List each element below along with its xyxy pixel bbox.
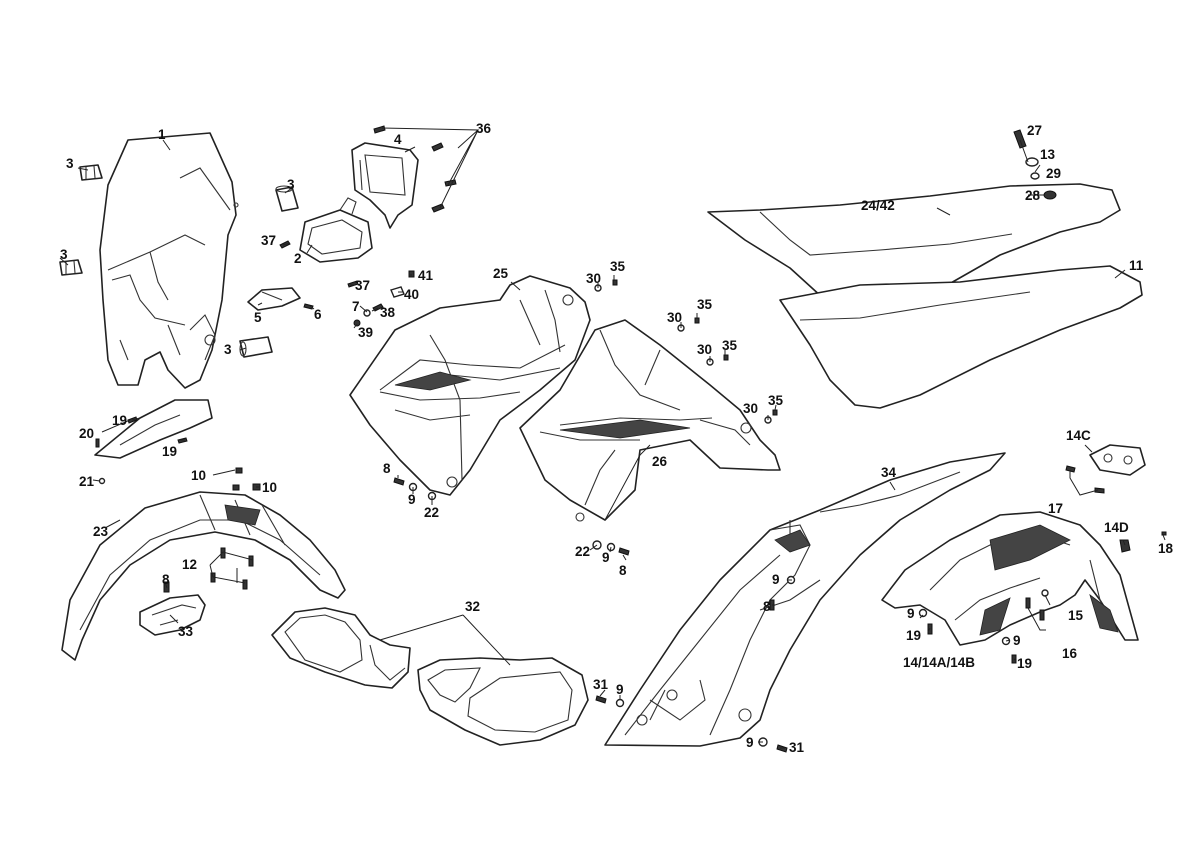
callout-32: 32 [465,599,480,614]
part-shroud-26 [519,319,781,522]
part-bracket-5 [247,287,301,311]
callout-9: 9 [408,492,416,507]
callout-3: 3 [224,342,232,357]
callout-21: 21 [79,474,95,489]
callout-19: 19 [162,444,177,459]
callout-35: 35 [610,259,626,274]
callout-5: 5 [254,310,262,325]
callout-40: 40 [404,287,419,302]
hardware-cluster-38-41 [279,240,415,327]
callout-9: 9 [1013,633,1021,648]
callout-35: 35 [722,338,738,353]
callout-31: 31 [789,740,805,755]
callout-20: 20 [79,426,94,441]
callout-29: 29 [1046,166,1061,181]
callout-3: 3 [60,247,68,262]
callout-30: 30 [743,401,758,416]
callout-19: 19 [1017,656,1032,671]
leader-lines [59,127,1166,749]
callout-8: 8 [763,599,771,614]
callout-30: 30 [697,342,712,357]
callout-10: 10 [191,468,206,483]
part-seat-11 [779,265,1143,409]
callout-9: 9 [616,682,624,697]
callout-8: 8 [619,563,627,578]
callout-33: 33 [178,624,194,639]
callout-28: 28 [1025,188,1041,203]
part-grommet-3d [239,336,273,358]
part-side-panel-34 [604,452,1006,747]
callout-37: 37 [355,278,370,293]
callout-11: 11 [1129,258,1144,273]
callout-16: 16 [1062,646,1078,661]
callout-22: 22 [575,544,590,559]
part-headlight-frame [351,142,419,229]
callout-22: 22 [424,505,439,520]
seat-hardware [1013,129,1057,200]
part-shroud-25 [349,275,591,496]
part-bracket-20 [94,399,213,485]
callout-37: 37 [261,233,276,248]
part-grommet-3b [59,259,83,276]
part-grommet-3a [79,164,103,181]
callout-30: 30 [667,310,682,325]
callout-4: 4 [394,132,402,147]
part-headlight-unit [299,197,373,263]
callout-9: 9 [772,572,780,587]
callout-10: 10 [262,480,277,495]
callout-23: 23 [93,524,109,539]
callout-19: 19 [112,413,127,428]
callout-labels: 1 3 3 3 3 4 36 37 2 37 41 40 7 38 39 5 6… [60,121,1174,755]
callout-8: 8 [162,572,170,587]
fender-hardware [163,467,261,593]
part-grommet-3c [275,185,299,212]
callout-9: 9 [907,606,915,621]
part-front-fender [61,491,346,661]
part-side-plates-32 [271,607,589,746]
callout-2: 2 [294,251,302,266]
callout-35: 35 [697,297,713,312]
callout-14c: 14C [1066,428,1091,443]
part-headlight-mask [99,132,239,389]
part-rear-fender-14 [881,511,1139,646]
callout-17: 17 [1048,501,1063,516]
callout-26: 26 [652,454,668,469]
callout-31: 31 [593,677,609,692]
callout-14-14a-14b: 14/14A/14B [903,655,975,670]
callout-13: 13 [1040,147,1056,162]
callout-19: 19 [906,628,921,643]
callout-3: 3 [287,177,295,192]
callout-3: 3 [66,156,74,171]
callout-39: 39 [358,325,373,340]
callout-6: 6 [314,307,322,322]
callout-25: 25 [493,266,509,281]
callout-36: 36 [476,121,492,136]
callout-41: 41 [418,268,434,283]
callout-12: 12 [182,557,197,572]
callout-15: 15 [1068,608,1084,623]
callout-30: 30 [586,271,601,286]
callout-18: 18 [1158,541,1174,556]
callout-14d: 14D [1104,520,1129,535]
callout-7: 7 [352,299,360,314]
callout-1: 1 [158,127,166,142]
callout-27: 27 [1027,123,1042,138]
part-guard-33 [139,594,206,636]
callout-38: 38 [380,305,396,320]
callout-8: 8 [383,461,391,476]
callout-24-42: 24/42 [861,198,895,213]
part-bracket-14c [1089,444,1146,476]
callout-35: 35 [768,393,784,408]
part-screw-6 [303,303,314,310]
callout-9: 9 [746,735,754,750]
callout-9: 9 [602,550,610,565]
callout-34: 34 [881,465,897,480]
